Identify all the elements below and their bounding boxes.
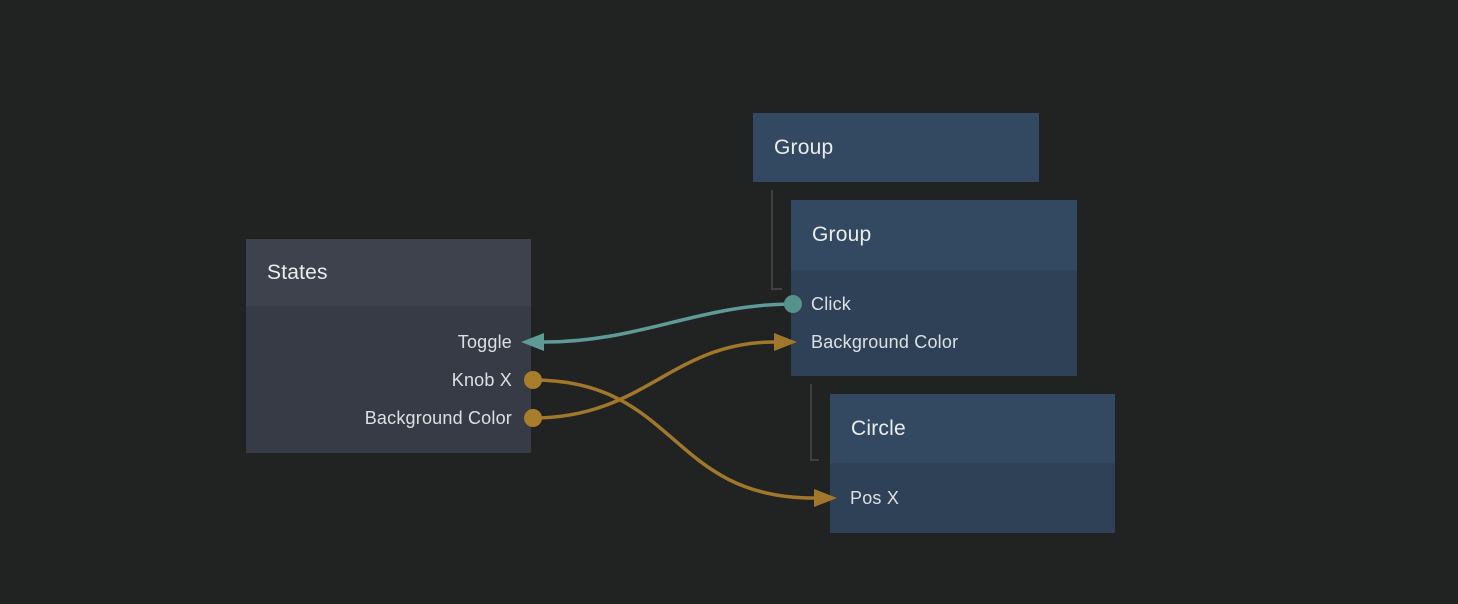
row-pos-x[interactable]: Pos X bbox=[830, 479, 1115, 517]
node-group-2[interactable]: Group Click Background Color bbox=[791, 200, 1077, 376]
row-label: Background Color bbox=[811, 331, 959, 352]
connection-click-to-toggle[interactable] bbox=[543, 302, 794, 344]
row-label: Pos X bbox=[850, 487, 900, 508]
row-label: Click bbox=[811, 293, 851, 314]
node-states-body: Toggle Knob X Background Color bbox=[246, 306, 531, 453]
hierarchy-line-group-to-circle bbox=[810, 384, 819, 461]
hierarchy-line-group-to-group bbox=[771, 190, 782, 290]
node-title: Circle bbox=[851, 416, 906, 440]
node-group-2-body: Click Background Color bbox=[791, 270, 1077, 376]
node-circle[interactable]: Circle Pos X bbox=[830, 394, 1115, 533]
node-group-1[interactable]: Group bbox=[753, 113, 1039, 182]
row-label: Toggle bbox=[457, 331, 512, 352]
row-label: Background Color bbox=[364, 407, 512, 428]
node-circle-header[interactable]: Circle bbox=[830, 394, 1115, 463]
row-click[interactable]: Click bbox=[791, 285, 1077, 323]
row-background-color-output[interactable]: Background Color bbox=[246, 399, 531, 437]
node-states-header[interactable]: States bbox=[246, 239, 531, 306]
row-knob-x[interactable]: Knob X bbox=[246, 361, 531, 399]
node-title: Group bbox=[774, 135, 834, 159]
node-title: States bbox=[267, 260, 328, 284]
node-circle-body: Pos X bbox=[830, 463, 1115, 533]
node-group-2-header[interactable]: Group bbox=[791, 200, 1077, 270]
connection-knobx-to-posx[interactable] bbox=[532, 378, 815, 500]
node-group-1-header[interactable]: Group bbox=[753, 113, 1039, 182]
row-background-color-input[interactable]: Background Color bbox=[791, 323, 1077, 361]
node-title: Group bbox=[812, 223, 872, 246]
connection-backgroundcolor-to-backgroundcolor[interactable] bbox=[532, 340, 775, 420]
row-label: Knob X bbox=[451, 369, 512, 390]
node-states[interactable]: States Toggle Knob X Background Color bbox=[246, 239, 531, 453]
row-toggle[interactable]: Toggle bbox=[246, 323, 531, 361]
